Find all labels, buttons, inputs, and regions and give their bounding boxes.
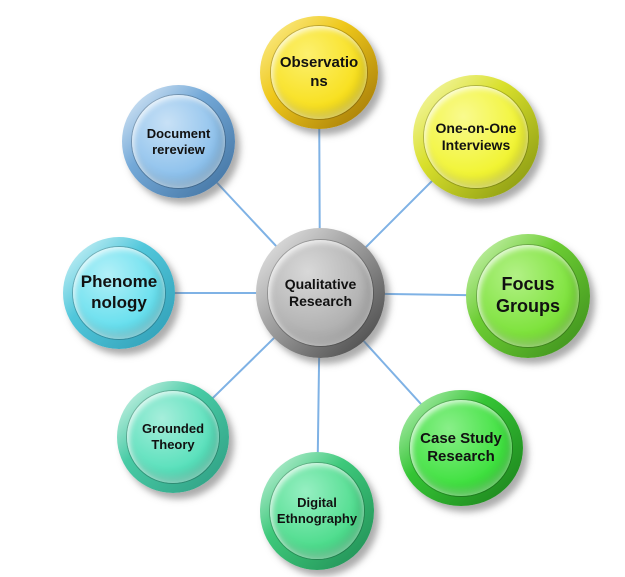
node-label: Grounded Theory xyxy=(141,421,205,452)
node-phenomenology: Phenome nology xyxy=(63,237,175,349)
node-digital-ethnography: Digital Ethnography xyxy=(260,452,374,570)
node-case-study-research: Case Study Research xyxy=(399,390,523,506)
node-label: Focus Groups xyxy=(495,274,560,316)
node-label: One-on-One Interviews xyxy=(435,119,517,153)
node-qualitative-research: Qualitative Research xyxy=(256,228,385,358)
node-face: One-on-One Interviews xyxy=(424,86,528,188)
node-face: Observatio ns xyxy=(270,26,368,119)
node-label: Document rereview xyxy=(146,125,211,157)
node-label: Observatio ns xyxy=(279,54,359,90)
node-label: Phenome nology xyxy=(80,272,158,312)
node-label: Case Study Research xyxy=(420,429,502,465)
node-face: Digital Ethnography xyxy=(270,462,364,560)
node-face: Focus Groups xyxy=(477,245,579,347)
node-one-on-one-interviews: One-on-One Interviews xyxy=(413,75,539,199)
node-focus-groups: Focus Groups xyxy=(466,234,590,358)
node-face: Document rereview xyxy=(132,95,225,188)
node-label: Qualitative Research xyxy=(284,275,357,309)
node-observations: Observatio ns xyxy=(260,16,378,129)
node-document-rereview: Document rereview xyxy=(122,85,235,198)
node-face: Grounded Theory xyxy=(127,391,219,483)
node-face: Qualitative Research xyxy=(267,239,374,347)
node-grounded-theory: Grounded Theory xyxy=(117,381,229,493)
node-label: Digital Ethnography xyxy=(276,495,358,526)
node-face: Phenome nology xyxy=(73,247,165,339)
node-face: Case Study Research xyxy=(410,400,512,496)
